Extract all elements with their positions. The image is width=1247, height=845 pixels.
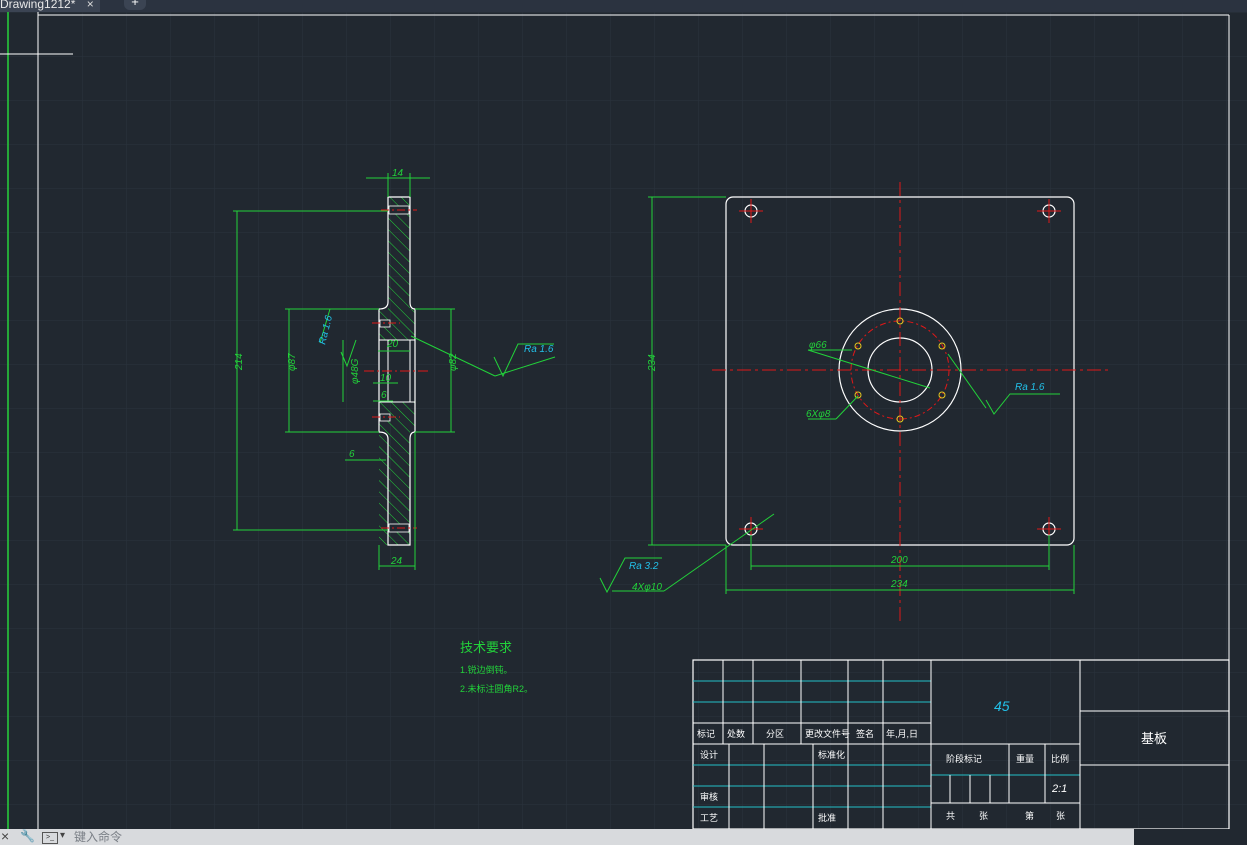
lbl-sheets: 张 [979, 811, 988, 821]
dim-w10: 10 [380, 373, 392, 384]
lbl-weight: 重量 [1016, 753, 1034, 764]
dim-bottom-width: 24 [390, 556, 403, 567]
lbl-sheet-word: 张 [1056, 811, 1065, 821]
lbl-design: 设计 [700, 749, 718, 760]
plate-dimensions [599, 196, 1075, 594]
lbl-ratio: 比例 [1051, 753, 1069, 764]
section-dimensions [233, 173, 556, 570]
dim-left-6: 6 [349, 449, 355, 460]
dim-w6: 6 [381, 390, 387, 401]
lbl-standard: 标准化 [818, 749, 845, 760]
tab-title: Drawing1212* [0, 0, 76, 11]
wrench-icon[interactable]: 🔧 [20, 829, 35, 843]
roughness-holes: Ra 3.2 [629, 561, 659, 572]
dim-d87: φ87 [287, 353, 298, 371]
hdr-count: 处数 [727, 728, 745, 739]
lbl-process: 工艺 [700, 813, 718, 823]
dim-d48: φ48G [350, 358, 361, 384]
new-tab-button[interactable]: + [124, 0, 146, 10]
lbl-total: 共 [946, 811, 955, 821]
hdr-mark: 标记 [697, 728, 715, 739]
roughness-right: Ra 1.6 [524, 344, 554, 355]
dim-4-holes: 4Xφ10 [632, 582, 662, 593]
part-name: 基板 [1141, 731, 1167, 746]
chevron-down-icon[interactable]: ▾ [60, 830, 66, 841]
dim-hole-pitch: 200 [890, 555, 908, 566]
dim-plate-width: 234 [890, 579, 908, 590]
dim-d66: φ66 [809, 340, 827, 351]
dim-w20: 20 [386, 339, 399, 350]
dim-overall-height: 214 [234, 353, 245, 371]
section-view[interactable] [364, 196, 430, 546]
section-outline [378, 196, 416, 546]
close-icon[interactable]: × [86, 0, 94, 11]
grid [0, 12, 1247, 829]
command-line: × 🔧 >_ ▾ [0, 828, 1134, 845]
hdr-zone: 分区 [766, 729, 784, 739]
hdr-date: 年,月,日 [886, 728, 918, 739]
dim-d82: φ82 [448, 353, 459, 371]
dim-top-width: 14 [392, 168, 404, 179]
drawing-canvas[interactable]: 14 214 φ87 φ48G φ82 20 10 6 6 24 Ra 1.6 … [0, 12, 1247, 829]
lbl-review: 审核 [700, 791, 718, 802]
command-prompt-icon[interactable]: >_ [42, 832, 58, 844]
tech-line-2: 2.未标注圆角R2。 [460, 683, 533, 694]
title-lines [693, 660, 1229, 829]
lbl-stage: 阶段标记 [946, 753, 982, 764]
title-grid [693, 680, 1080, 808]
hdr-sign: 签名 [856, 728, 874, 739]
material: 45 [994, 698, 1010, 714]
scale-value: 2:1 [1051, 783, 1067, 795]
hdr-change-doc: 更改文件号 [805, 728, 850, 739]
tech-title: 技术要求 [460, 640, 512, 655]
roughness-boss: Ra 1.6 [1015, 382, 1045, 393]
tab-drawing[interactable]: Drawing1212* × [0, 0, 100, 12]
bolt-holes [854, 317, 946, 423]
tab-bar: Drawing1212* × + [0, 0, 1247, 12]
dim-6-holes: 6Xφ8 [806, 409, 831, 420]
command-line-end [1134, 829, 1247, 845]
title-block[interactable]: 标记 处数 分区 更改文件号 签名 年,月,日 设计 标准化 审核 工艺 批准 … [692, 659, 1230, 829]
command-input[interactable] [74, 829, 1114, 845]
tech-requirements: 技术要求 1.锐边倒钝。 2.未标注圆角R2。 [460, 640, 533, 694]
plate-view[interactable] [712, 182, 1112, 622]
dim-plate-height: 234 [647, 354, 658, 372]
tech-line-1: 1.锐边倒钝。 [460, 664, 513, 675]
lbl-approve: 批准 [818, 812, 836, 823]
lbl-sheet-no: 第 [1025, 810, 1034, 821]
close-icon[interactable]: × [1, 828, 10, 844]
